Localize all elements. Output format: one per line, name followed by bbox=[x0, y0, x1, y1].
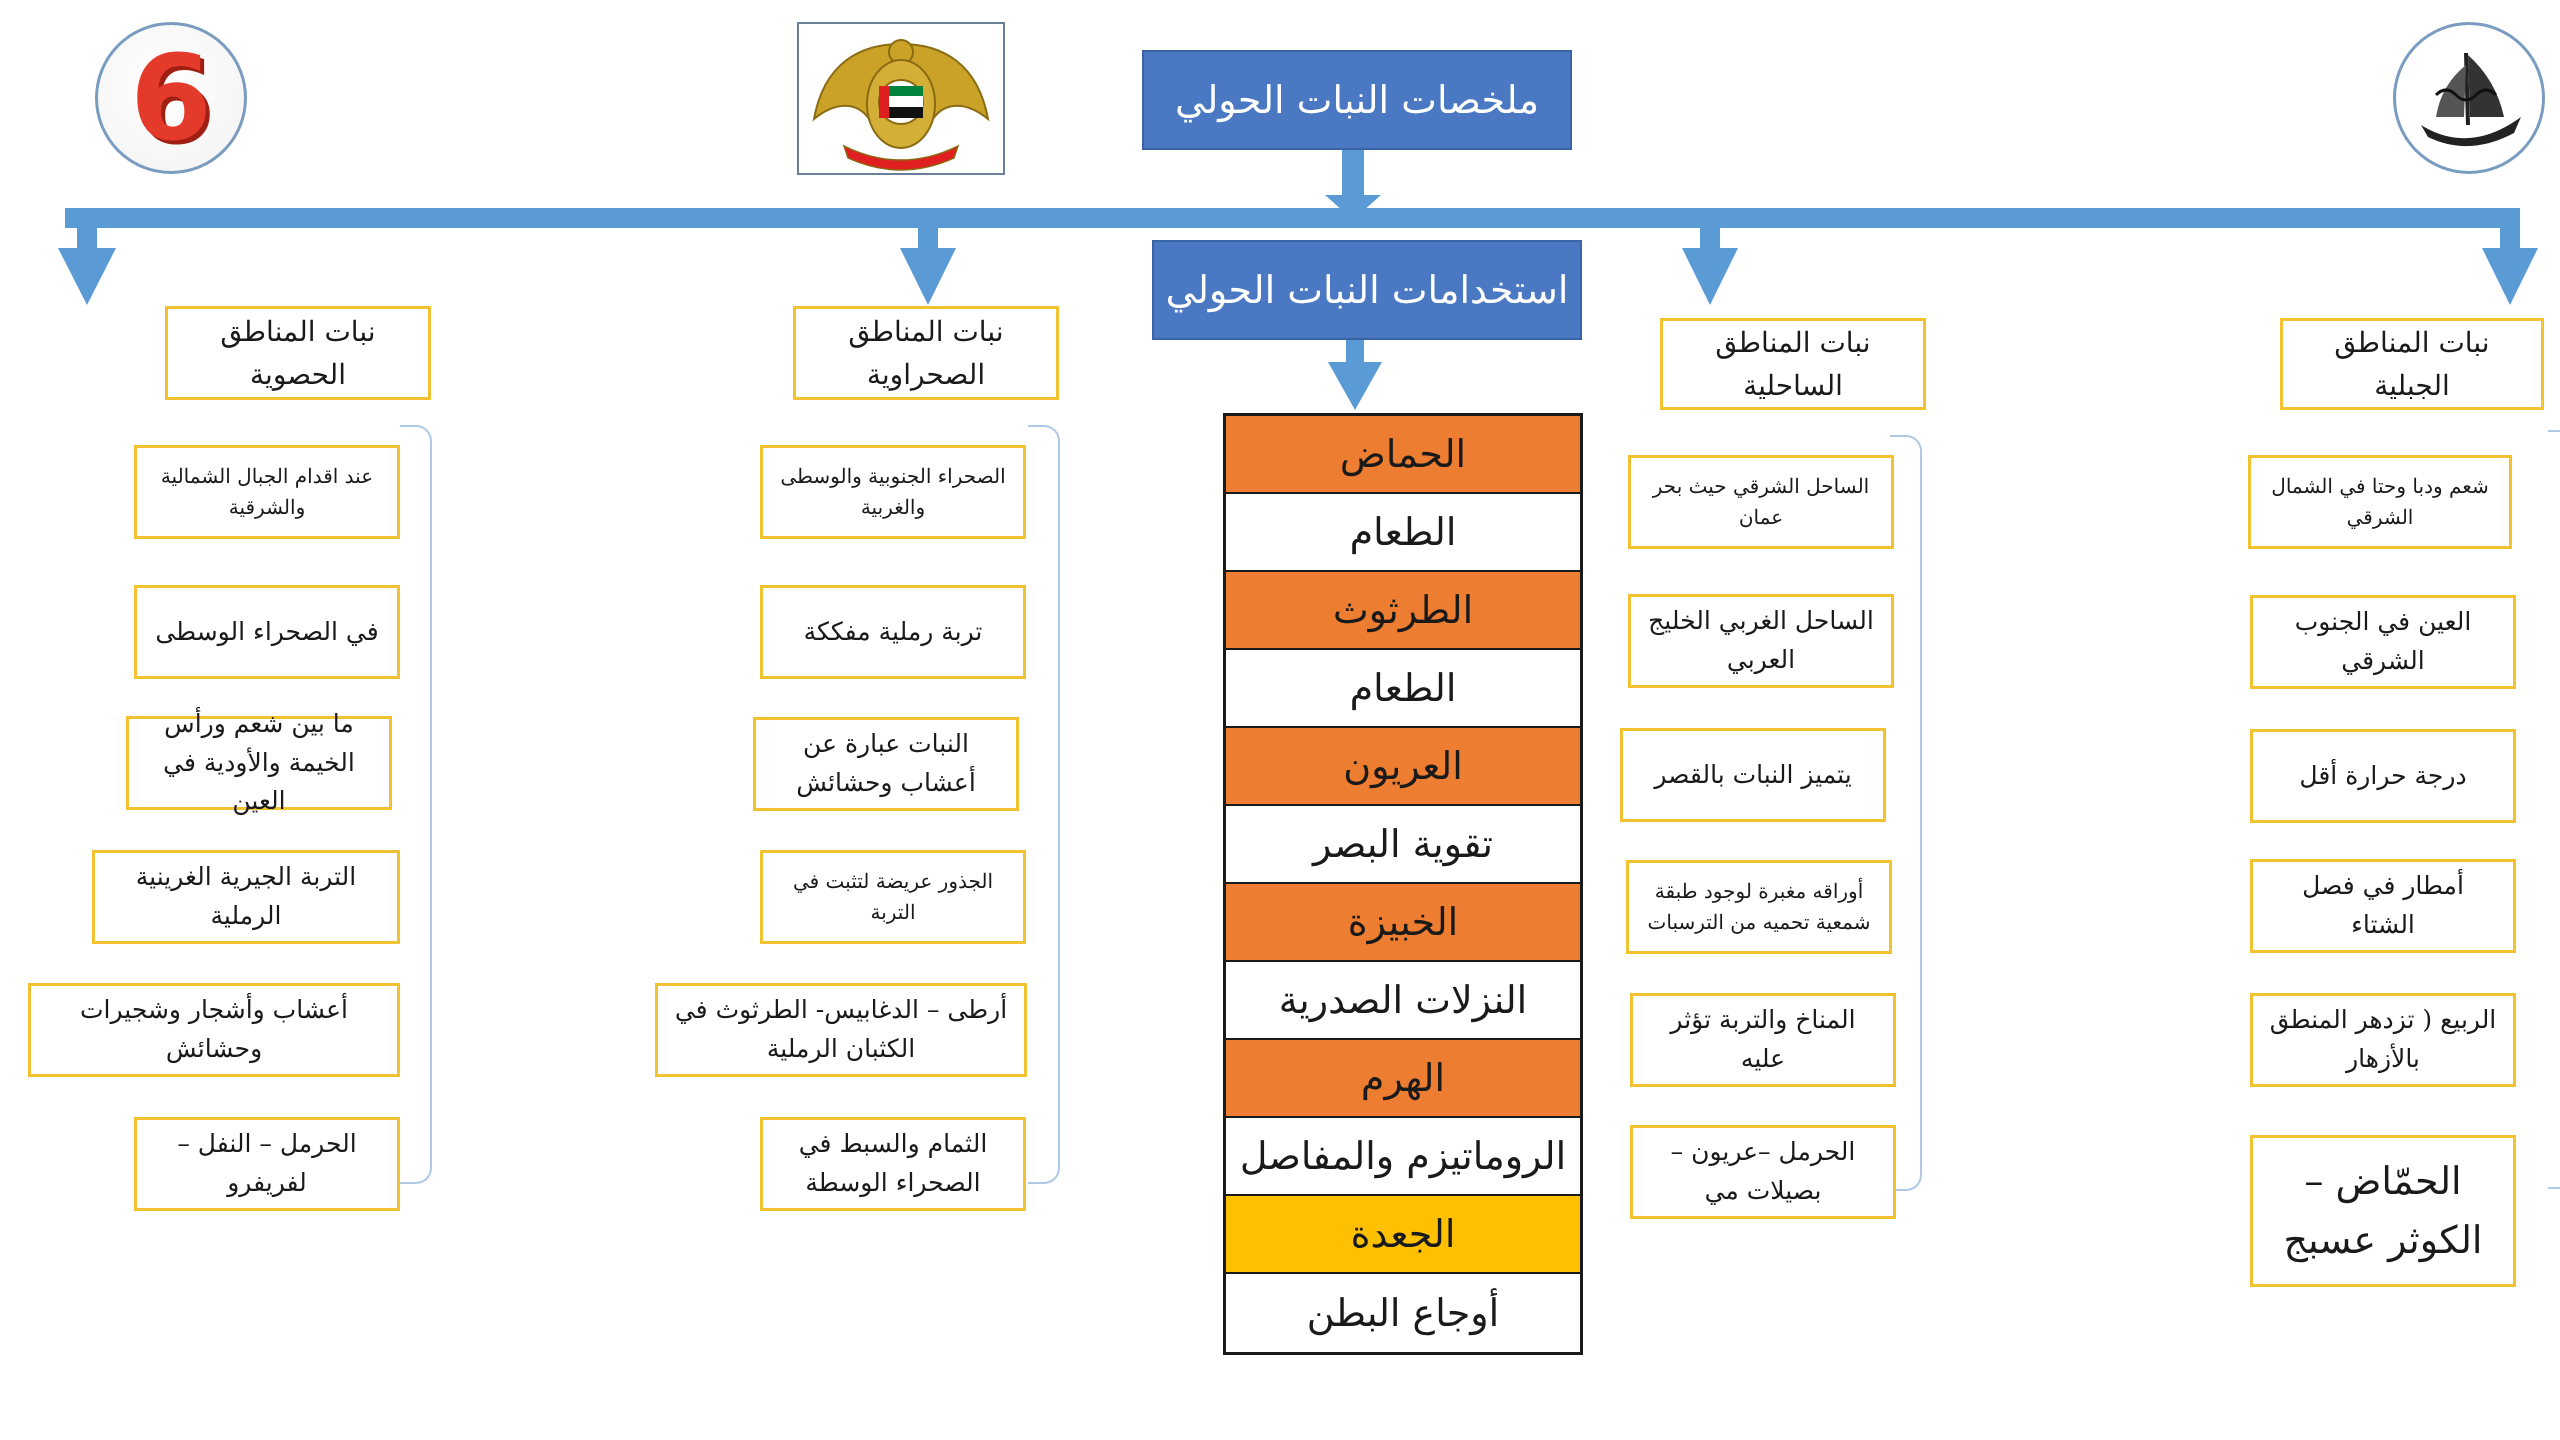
down-arrow-icon bbox=[1325, 195, 1381, 220]
uses-table-row: تقوية البصر bbox=[1226, 806, 1580, 884]
list-item: أعشاب وأشجار وشجيرات وحشائش bbox=[28, 983, 400, 1077]
list-item: شعم ودبا وحتا في الشمال الشرقي bbox=[2248, 455, 2512, 549]
uses-table-row: الخبيزة bbox=[1226, 884, 1580, 962]
desert-column-header: نبات المناطق الصحراوية bbox=[793, 306, 1059, 400]
list-item: في الصحراء الوسطى bbox=[134, 585, 400, 679]
number-six-badge-icon: 6 bbox=[95, 22, 247, 174]
number-six-text: 6 bbox=[129, 29, 213, 167]
down-arrow-icon bbox=[1328, 362, 1382, 410]
list-item: الحمّاض – الكوثر عسبج bbox=[2250, 1135, 2516, 1287]
uses-table-row: الطعام bbox=[1226, 494, 1580, 572]
gravel-column-header: نبات المناطق الحصوية bbox=[165, 306, 431, 400]
uses-table-row: الطرثوث bbox=[1226, 572, 1580, 650]
uses-title: استخدامات النبات الحولي bbox=[1152, 240, 1582, 340]
list-item: النبات عبارة عن أعشاب وحشائش bbox=[753, 717, 1019, 811]
list-item: أوراقه مغبرة لوجود طبقة شمعية تحميه من ا… bbox=[1626, 860, 1892, 954]
list-item: الساحل الغربي الخليج العربي bbox=[1628, 594, 1894, 688]
uses-table-row: النزلات الصدرية bbox=[1226, 962, 1580, 1040]
down-arrow-icon bbox=[2482, 248, 2538, 305]
coastal-bracket bbox=[1890, 435, 1922, 1191]
list-item: الحرمل –عريون – بصيلات مي bbox=[1630, 1125, 1896, 1219]
uses-table-row: الهرم bbox=[1226, 1040, 1580, 1118]
list-item: الجذور عريضة لتثبت في التربة bbox=[760, 850, 1026, 944]
list-item: الساحل الشرقي حيث بحر عمان bbox=[1628, 455, 1894, 549]
coastal-column-header: نبات المناطق الساحلية bbox=[1660, 318, 1926, 410]
down-arrow-icon bbox=[1682, 248, 1738, 305]
uses-table-row: الروماتيزم والمفاصل bbox=[1226, 1118, 1580, 1196]
list-item: ما بين شعم ورأس الخيمة والأودية في العين bbox=[126, 709, 392, 815]
list-item: العين في الجنوب الشرقي bbox=[2250, 595, 2516, 689]
list-item: أمطار في فصل الشتاء bbox=[2250, 859, 2516, 953]
uses-table-row: الطعام bbox=[1226, 650, 1580, 728]
uses-table-row: أوجاع البطن bbox=[1226, 1274, 1580, 1352]
dhow-boat-logo-icon bbox=[2393, 22, 2545, 174]
down-arrow-icon bbox=[900, 248, 956, 305]
mountain-bracket bbox=[2548, 430, 2560, 1189]
gravel-bracket bbox=[400, 425, 432, 1184]
page-title: ملخصات النبات الحولي bbox=[1142, 50, 1572, 150]
desert-bracket bbox=[1028, 425, 1060, 1184]
down-arrow-icon bbox=[58, 248, 116, 305]
mountain-column-header: نبات المناطق الجبلية bbox=[2280, 318, 2544, 410]
list-item: عند اقدام الجبال الشمالية والشرقية bbox=[134, 445, 400, 539]
list-item: أرطى – الدغابيس- الطرثوث في الكثبان الرم… bbox=[655, 983, 1027, 1077]
uses-table-row: الجعدة bbox=[1226, 1196, 1580, 1274]
list-item: الثمام والسبط في الصحراء الوسطة bbox=[760, 1117, 1026, 1211]
uses-table-row: الحماض bbox=[1226, 416, 1580, 494]
list-item: يتميز النبات بالقصر bbox=[1620, 728, 1886, 822]
list-item: تربة رملية مفككة bbox=[760, 585, 1026, 679]
list-item: درجة حرارة أقل bbox=[2250, 729, 2516, 823]
uae-emblem-icon bbox=[797, 22, 1005, 175]
list-item: الحرمل – النفل – لفريفرو bbox=[134, 1117, 400, 1211]
list-item: الربيع ( تزدهر المنطق بالأزهار bbox=[2250, 993, 2516, 1087]
uses-table-row: العريون bbox=[1226, 728, 1580, 806]
list-item: المناخ والتربة تؤثر عليه bbox=[1630, 993, 1896, 1087]
list-item: التربة الجيرية الغرينية الرملية bbox=[92, 850, 400, 944]
list-item: الصحراء الجنوبية والوسطى والغربية bbox=[760, 445, 1026, 539]
